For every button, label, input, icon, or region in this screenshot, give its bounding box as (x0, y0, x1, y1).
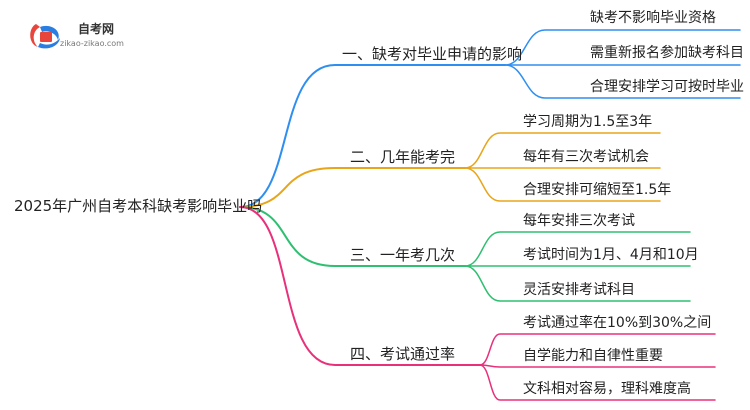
root-topic: 2025年广州自考本科缺考影响毕业吗 (14, 197, 263, 215)
leaf-1-1-connector (504, 29, 741, 66)
leaf-1-3: 合理安排学习可按时毕业 (590, 79, 744, 95)
leaf-4-2: 自学能力和自律性重要 (523, 348, 663, 364)
logo-brand: 自考网 (78, 22, 115, 36)
branch-4-connector (239, 206, 481, 366)
branch-4-label: 四、考试通过率 (350, 345, 456, 363)
leaf-3-3-connector (464, 265, 691, 302)
logo-url: zikao-zikao.com (60, 39, 124, 48)
leaf-2-2: 每年有三次考试机会 (523, 149, 649, 165)
leaf-4-3: 文科相对容易，理科难度高 (523, 381, 691, 397)
leaf-2-1-connector (464, 132, 661, 169)
logo-mark-icon (30, 24, 60, 49)
branch-2-connector (239, 167, 466, 208)
leaf-3-1: 每年安排三次考试 (523, 213, 635, 229)
leaf-1-2: 需重新报名参加缺考科目 (590, 45, 744, 61)
branch-1-connector (239, 64, 506, 208)
leaf-4-1: 考试通过率在10%到30%之间 (523, 315, 712, 331)
leaf-2-1: 学习周期为1.5至3年 (523, 114, 653, 130)
leaf-3-1-connector (464, 231, 691, 267)
branch-3-label: 三、一年考几次 (350, 246, 456, 264)
leaf-3-2: 考试时间为1月、4月和10月 (523, 247, 699, 263)
leaf-2-3: 合理安排可缩短至1.5年 (523, 182, 672, 198)
branch-2-label: 二、几年能考完 (350, 148, 456, 166)
leaf-1-3-connector (504, 64, 741, 99)
leaf-3-3: 灵活安排考试科目 (523, 282, 635, 298)
leaf-4-3-connector (479, 364, 716, 401)
leaf-2-3-connector (464, 167, 661, 202)
branch-1-label: 一、缺考对毕业申请的影响 (342, 45, 523, 63)
leaf-1-1: 缺考不影响毕业资格 (590, 10, 716, 26)
leaf-4-2-connector (479, 364, 716, 368)
branch-3-connector (239, 206, 466, 267)
leaf-4-1-connector (479, 333, 716, 366)
